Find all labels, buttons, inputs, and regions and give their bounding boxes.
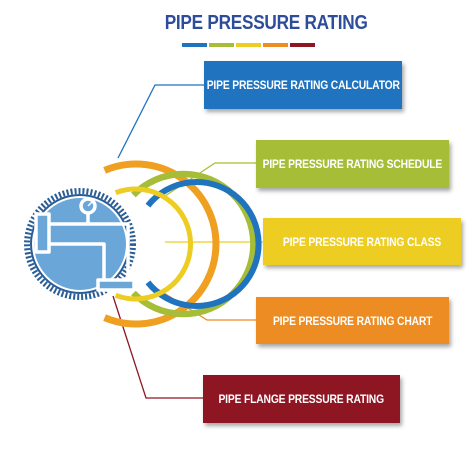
- ring-blue: [145, 179, 262, 309]
- connector-5: [112, 295, 204, 399]
- item-box-chart[interactable]: PIPE PRESSURE RATING CHART: [256, 297, 449, 344]
- ring-green: [131, 170, 257, 318]
- title-underline-blue: [182, 43, 207, 47]
- connector-4: [147, 282, 257, 321]
- item-box-class[interactable]: PIPE PRESSURE RATING CLASS: [263, 218, 461, 265]
- item-box-flange[interactable]: PIPE FLANGE PRESSURE RATING: [203, 375, 400, 423]
- hub-rings: [103, 160, 262, 328]
- item-box-schedule[interactable]: PIPE PRESSURE RATING SCHEDULE: [256, 140, 449, 188]
- connector-1: [117, 84, 205, 159]
- item-label: PIPE PRESSURE RATING CALCULATOR: [206, 78, 400, 92]
- pipe-with-pressure-gauge-icon: [34, 197, 136, 292]
- item-label: PIPE PRESSURE RATING CHART: [272, 313, 433, 328]
- ring-yellow: [114, 186, 193, 302]
- item-label: PIPE PRESSURE RATING CLASS: [282, 234, 442, 249]
- page-title: PIPE PRESSURE RATING: [164, 12, 368, 34]
- item-box-calculator[interactable]: PIPE PRESSURE RATING CALCULATOR: [204, 61, 402, 109]
- ring-orange: [103, 160, 220, 328]
- title-underline-yellow: [236, 43, 261, 47]
- item-label: PIPE FLANGE PRESSURE RATING: [218, 392, 385, 406]
- title-underline-red: [290, 43, 315, 47]
- title-underline-green: [209, 43, 234, 47]
- gear-circle: [24, 188, 136, 300]
- item-label: PIPE PRESSURE RATING SCHEDULE: [262, 157, 443, 171]
- title-underline-orange: [263, 43, 288, 47]
